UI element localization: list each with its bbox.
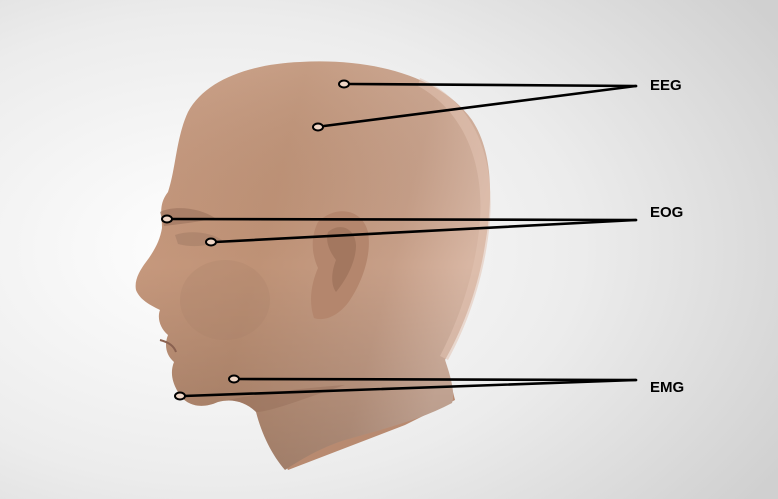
emg-electrode-1 (229, 376, 239, 383)
eeg-label: EEG (650, 77, 682, 94)
emg-electrode-2 (175, 393, 185, 400)
eeg-electrode-2 (313, 124, 323, 131)
cheek-shade (180, 260, 270, 340)
eog-electrode-1 (162, 216, 172, 223)
eeg-electrode-1 (339, 81, 349, 88)
eog-line-upper (172, 219, 636, 220)
eog-label: EOG (650, 204, 683, 221)
eog-electrode-2 (206, 239, 216, 246)
emg-label: EMG (650, 379, 684, 396)
emg-line-upper (239, 379, 636, 380)
